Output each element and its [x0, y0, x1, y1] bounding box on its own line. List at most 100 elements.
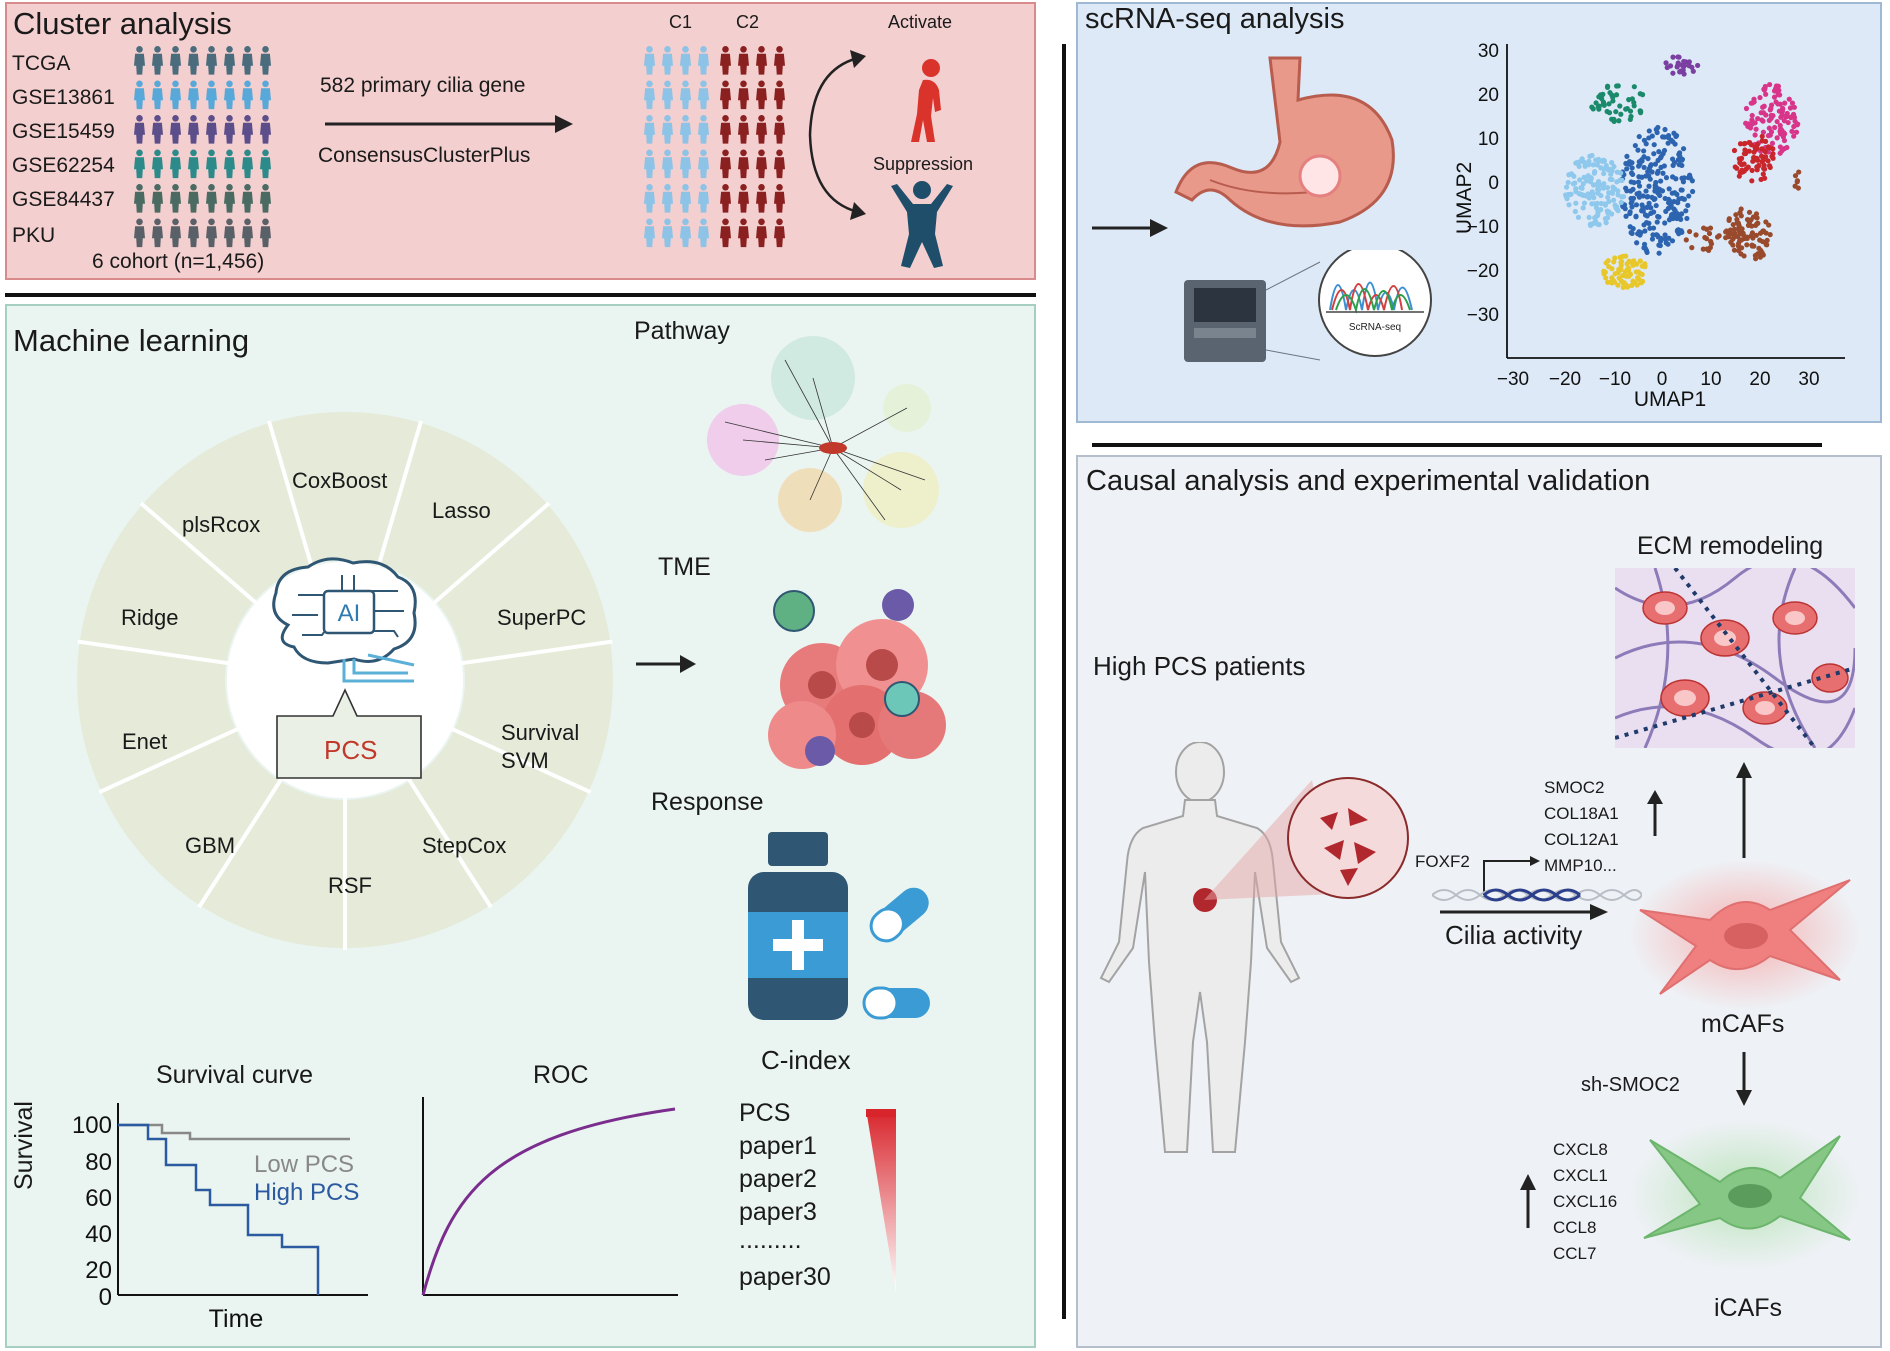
- drug-bottle-icon: [748, 832, 930, 1020]
- umap-point: [1641, 148, 1647, 154]
- umap-point: [1647, 176, 1653, 182]
- umap-point: [1607, 90, 1613, 96]
- mcafs-label: mCAFs: [1701, 1010, 1785, 1038]
- umap-point: [1644, 249, 1650, 256]
- mcaf-cell: [1630, 860, 1860, 1010]
- umap-point: [1736, 156, 1742, 162]
- umap-point: [1658, 235, 1664, 241]
- umap-point: [1598, 92, 1604, 98]
- umap-point: [1773, 99, 1779, 105]
- umap-point: [1642, 212, 1649, 218]
- umap-point: [1626, 161, 1632, 167]
- cohort-note: 6 cohort (n=1,456): [92, 250, 265, 273]
- umap-point: [1760, 129, 1767, 135]
- cindex-item: paper3: [739, 1198, 817, 1226]
- umap-point: [1662, 126, 1668, 133]
- umap-point: [1630, 278, 1636, 284]
- umap-point: [1779, 105, 1786, 111]
- umap-point: [1578, 191, 1584, 197]
- umap-point: [1773, 83, 1780, 89]
- umap-point: [1670, 139, 1676, 145]
- umap-point: [1761, 165, 1767, 171]
- umap-point: [1778, 114, 1784, 120]
- device-label: ScRNA-seq: [1349, 322, 1401, 333]
- umap-xtick: 0: [1657, 369, 1668, 390]
- umap-point: [1775, 92, 1781, 98]
- umap-point: [1619, 177, 1625, 183]
- pcs-callout: [276, 688, 422, 779]
- umap-ytick: 10: [1478, 129, 1499, 150]
- umap-point: [1782, 100, 1788, 106]
- umap-point: [1645, 168, 1651, 175]
- umap-point: [1765, 144, 1771, 150]
- umap-point: [1686, 228, 1693, 235]
- umap-point: [1662, 232, 1668, 238]
- umap-point: [1658, 178, 1664, 184]
- survival-xlabel: Time: [209, 1305, 264, 1333]
- umap-point: [1613, 109, 1619, 115]
- umap-point: [1604, 215, 1611, 221]
- chemokine: CXCL1: [1553, 1166, 1608, 1185]
- umap-point: [1592, 201, 1598, 207]
- umap-point: [1655, 213, 1661, 220]
- umap-point: [1652, 161, 1659, 167]
- umap-point: [1628, 188, 1634, 194]
- umap-xlabel: UMAP1: [1634, 388, 1706, 410]
- umap-point: [1656, 250, 1662, 256]
- umap-point: [1632, 142, 1638, 149]
- umap-point: [1636, 133, 1642, 140]
- umap-point: [1634, 240, 1640, 246]
- umap-point: [1781, 118, 1787, 124]
- umap-point: [1636, 194, 1642, 200]
- umap-point: [1689, 178, 1695, 184]
- umap-point: [1760, 118, 1766, 124]
- ecm-label: ECM remodeling: [1637, 532, 1824, 560]
- umap-point: [1608, 171, 1614, 177]
- umap-point: [1614, 83, 1620, 89]
- umap-point: [1755, 115, 1761, 122]
- ring-label-survival: Survival: [501, 720, 580, 745]
- umap-point: [1758, 153, 1765, 159]
- umap-point: [1759, 146, 1765, 152]
- umap-ytick: 20: [1478, 85, 1499, 106]
- umap-point: [1606, 110, 1613, 116]
- roc-title: ROC: [533, 1061, 589, 1089]
- umap-point: [1753, 232, 1759, 238]
- cluster-analysis-title: Cluster analysis: [13, 6, 232, 41]
- umap-point: [1605, 279, 1611, 285]
- umap-point: [1611, 197, 1617, 203]
- umap-point: [1600, 185, 1607, 191]
- umap-point: [1590, 162, 1596, 168]
- ml-to-tme-arrow: [636, 655, 696, 673]
- low-pcs-curve: [118, 1123, 350, 1141]
- umap-point: [1777, 122, 1783, 129]
- cohort-label: GSE13861: [12, 86, 115, 109]
- umap-point: [1666, 186, 1672, 192]
- umap-point: [1742, 140, 1748, 147]
- roc-chart: [421, 1097, 678, 1296]
- umap-point: [1638, 280, 1644, 286]
- umap-point: [1794, 122, 1800, 128]
- umap-point: [1607, 176, 1613, 182]
- ring-label-enet: Enet: [122, 729, 168, 754]
- umap-point: [1587, 153, 1593, 159]
- survival-tick: 80: [85, 1149, 112, 1176]
- umap-point: [1772, 124, 1778, 131]
- umap-point: [1766, 163, 1773, 169]
- umap-point: [1665, 241, 1671, 247]
- cindex-item: paper1: [739, 1132, 817, 1160]
- suppression-label: Suppression: [873, 154, 974, 174]
- umap-point: [1603, 220, 1609, 226]
- umap-point: [1734, 219, 1740, 225]
- umap-point: [1626, 273, 1632, 279]
- machine-learning-title: Machine learning: [13, 323, 250, 358]
- umap-point: [1771, 94, 1778, 100]
- cohort-people-icons: [134, 46, 271, 248]
- ai-brain-icon: AI: [272, 557, 417, 683]
- umap-point: [1662, 236, 1668, 242]
- umap-xtick: 30: [1798, 369, 1819, 390]
- umap-point: [1744, 234, 1750, 240]
- cilia-label: Cilia activity: [1445, 920, 1583, 950]
- umap-point: [1789, 100, 1796, 106]
- umap-point: [1655, 168, 1661, 174]
